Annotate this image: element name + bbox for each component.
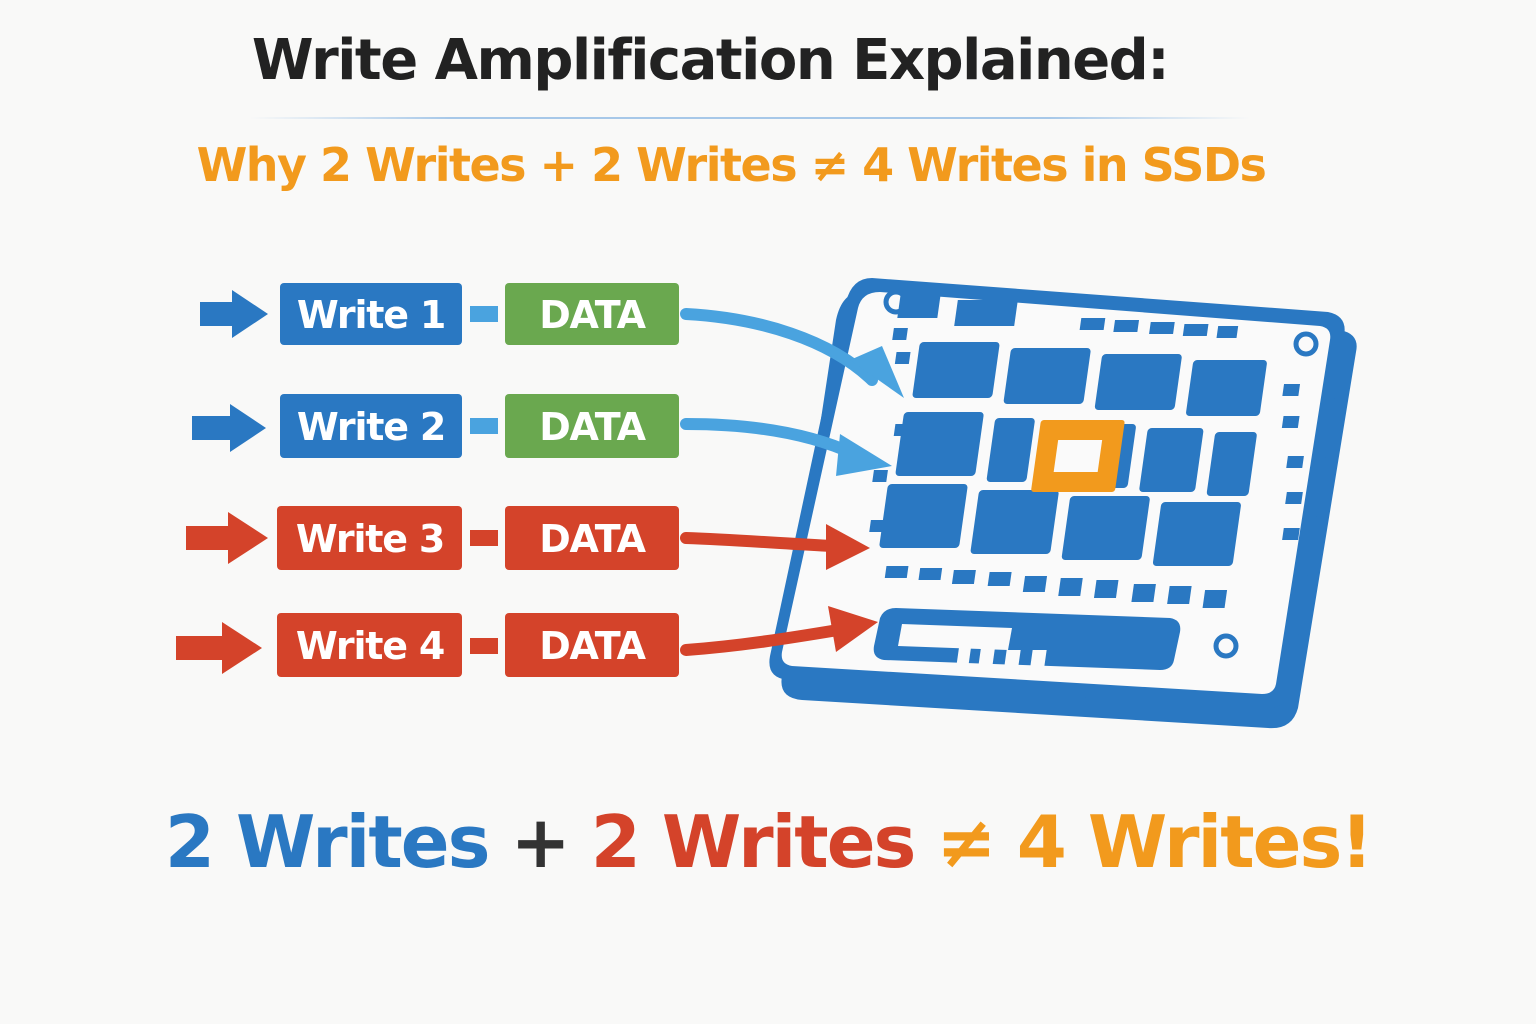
write-label: Write 2 <box>297 405 445 449</box>
write-row: Write 1 DATA <box>200 283 904 398</box>
write-row: Write 3 DATA <box>186 506 870 570</box>
arrow-right-icon <box>192 404 266 452</box>
write-box <box>277 506 462 570</box>
write-label: Write 3 <box>296 517 444 561</box>
data-box <box>505 506 679 570</box>
data-box <box>505 283 679 345</box>
connector <box>470 530 498 546</box>
data-label: DATA <box>539 517 646 561</box>
connector <box>470 638 498 654</box>
write-box <box>280 394 462 458</box>
page-title: Write Amplification Explained: <box>251 28 1170 93</box>
title-divider <box>250 117 1250 119</box>
data-label: DATA <box>539 293 646 337</box>
equation-part3: 4 Writes! <box>1016 800 1373 884</box>
data-label: DATA <box>539 405 646 449</box>
equation-neq: ≠ <box>936 800 996 884</box>
equation-plus: + <box>510 800 570 884</box>
write-row: Write 4 DATA <box>176 606 878 677</box>
ssd-chip-icon <box>769 278 1357 729</box>
write-label: Write 4 <box>296 624 444 668</box>
arrow-to-ssd <box>680 308 878 386</box>
arrow-right-icon <box>200 290 268 338</box>
data-box <box>505 394 679 458</box>
write-box <box>280 283 462 345</box>
equation-part1: 2 Writes <box>164 800 491 884</box>
write-row: Write 2 DATA <box>192 394 892 476</box>
connector <box>470 418 498 434</box>
data-label: DATA <box>539 624 646 668</box>
equation-part2: 2 Writes <box>590 800 917 884</box>
arrow-to-ssd <box>680 624 844 656</box>
data-box <box>505 613 679 677</box>
equation: 2 Writes+2 Writes≠4 Writes! <box>0 800 1536 884</box>
connector <box>470 306 498 322</box>
write-box <box>277 613 462 677</box>
arrow-right-icon <box>176 622 262 674</box>
arrow-right-icon <box>186 512 268 564</box>
write-label: Write 1 <box>297 293 445 337</box>
arrow-to-ssd <box>680 532 838 552</box>
page-subtitle: Why 2 Writes + 2 Writes ≠ 4 Writes in SS… <box>196 138 1267 192</box>
